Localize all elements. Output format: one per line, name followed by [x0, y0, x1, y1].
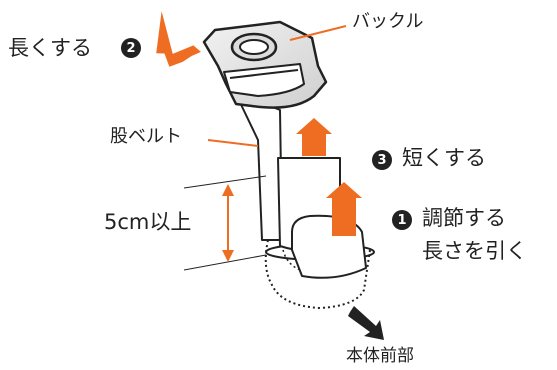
step-1-badge: 1 — [392, 210, 412, 230]
buckle-leader — [289, 25, 347, 41]
crotch-belt-leader — [207, 139, 259, 147]
buckle-label: バックル — [352, 11, 424, 32]
measurement-guide — [183, 175, 267, 271]
step-3-badge: 3 — [372, 150, 392, 170]
measurement-label: 5cm以上 — [104, 210, 192, 234]
main-body-front-label: 本体前部 — [346, 346, 414, 366]
crotch-belt-strap — [234, 91, 283, 241]
shorten-label: 短くする — [402, 146, 486, 170]
adjust-label-line1: 調節する — [422, 206, 506, 230]
adjust-label-line2: 長さを引く — [422, 239, 527, 263]
buckle — [202, 20, 328, 109]
leader-lines — [207, 25, 347, 147]
lengthen-label: 長くする — [8, 36, 92, 60]
crotch-belt-label: 股ベルト — [110, 126, 182, 147]
shorten-arrow-icon — [296, 118, 332, 156]
adjust-arrow-icon — [326, 182, 362, 236]
main-body-direction-arrow-icon — [348, 306, 384, 340]
step-2-badge: 2 — [121, 38, 141, 58]
lengthen-arrow-icon — [156, 11, 201, 67]
